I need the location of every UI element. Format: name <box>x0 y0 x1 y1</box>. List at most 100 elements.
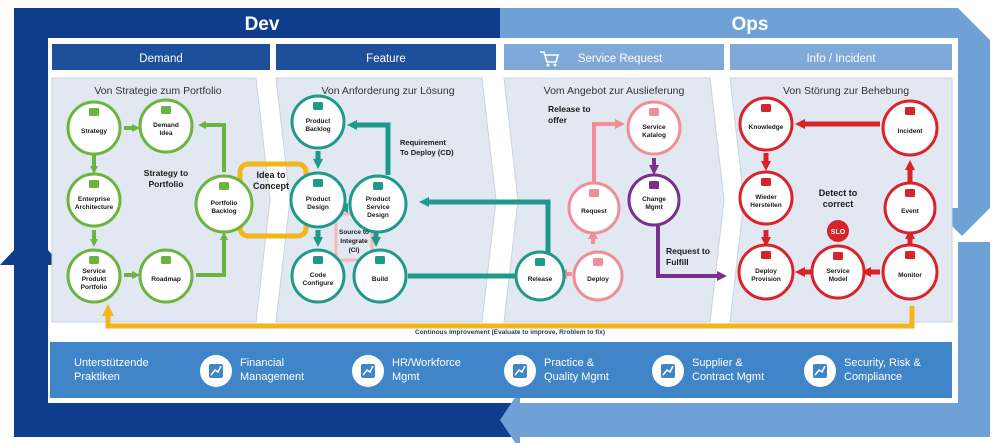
feature-flow-arrows <box>313 120 551 279</box>
node-label: Wieder <box>755 194 777 201</box>
node-strategy: Strategy <box>66 100 122 156</box>
demand-flow-arrows <box>90 121 228 279</box>
node-circle <box>627 173 681 227</box>
practice-label: Financial <box>240 357 284 369</box>
shield-icon <box>813 364 827 378</box>
node-monitor: Monitor <box>881 243 939 301</box>
node-circle <box>881 243 939 301</box>
ops-band-bottom <box>520 242 990 437</box>
requirement-to-deploy-line1: Requirement <box>400 138 446 147</box>
node-label: Backlog <box>305 126 330 133</box>
slo-label: SLO <box>831 229 846 236</box>
slo-badge: SLO <box>827 220 849 242</box>
node-icon <box>89 256 99 264</box>
node-label: Service <box>826 268 850 275</box>
node-circle <box>738 170 794 226</box>
dev-title: Dev <box>245 14 280 35</box>
node-icon <box>161 106 171 114</box>
node-circle <box>348 174 408 234</box>
node-label: Design <box>367 212 389 219</box>
node-circle <box>290 248 346 304</box>
idea-to-concept-line1: Idea to <box>256 170 286 180</box>
node-label: Model <box>829 276 848 283</box>
source-to-integrate-line1: Source to <box>339 229 369 236</box>
practice-label: Supplier & <box>692 357 743 369</box>
node-circle <box>572 250 624 302</box>
node-label: Provision <box>751 276 781 283</box>
chart-up-icon <box>209 364 223 378</box>
node-label: Mgmt <box>645 204 663 211</box>
node-icon <box>905 189 915 197</box>
refresh-icon <box>513 364 527 378</box>
node-label: Change <box>642 196 666 203</box>
practice-label: Compliance <box>844 371 902 383</box>
node-circle <box>66 172 122 228</box>
practice-label: HR/Workforce <box>392 357 461 369</box>
supporting-practices-line2: Praktiken <box>74 371 120 383</box>
node-icon <box>649 181 659 189</box>
practice-4: Security, Risk & Compliance <box>804 355 921 387</box>
header-feature <box>276 44 496 70</box>
node-label: Strategy <box>81 128 107 135</box>
node-icon <box>313 102 323 110</box>
node-icon <box>375 256 385 264</box>
subtitle-feature: Von Anforderung zur Lösung <box>321 85 454 97</box>
node-label: Enterprise <box>78 196 111 203</box>
ops-title: Ops <box>732 14 769 35</box>
node-label: Portfolio <box>211 200 238 207</box>
request-to-fulfill-line2: Fulfill <box>666 257 689 267</box>
node-label: Request <box>581 208 607 215</box>
node-icon <box>373 182 383 190</box>
node-label: Demand <box>153 122 179 129</box>
contract-icon <box>661 364 675 378</box>
node-label: Architecture <box>75 204 114 211</box>
header-demand <box>52 44 270 70</box>
node-icon <box>593 258 603 266</box>
node-label: Knowledge <box>749 124 784 131</box>
incident-flow-arrows <box>761 119 915 277</box>
node-circle <box>567 181 621 235</box>
header-service-request-label: Service Request <box>578 53 663 65</box>
source-to-integrate-line2: Integrate <box>340 238 368 245</box>
idea-to-concept-line2: Concept <box>253 181 289 191</box>
requirement-to-deploy-line2: To Deploy (CD) <box>400 148 454 157</box>
node-circle <box>883 181 937 235</box>
node-circle <box>290 94 346 150</box>
node-icon <box>219 182 229 190</box>
node-circle <box>810 244 866 300</box>
node-icon <box>313 256 323 264</box>
node-circle <box>626 100 682 156</box>
node-knowledge: Knowledge <box>738 96 794 152</box>
node-circle <box>138 248 194 304</box>
supporting-practices-items: FinancialManagementHR/WorkforceMgmtPract… <box>200 355 921 387</box>
header-feature-label: Feature <box>366 53 406 65</box>
node-incident: Incident <box>881 99 939 157</box>
detect-to-correct-line1: Detect to <box>819 188 858 198</box>
node-icon <box>589 189 599 197</box>
node-circle <box>66 248 122 304</box>
node-icon <box>535 258 545 266</box>
subtitle-demand: Von Strategie zum Portfolio <box>94 85 221 97</box>
node-label: Event <box>901 208 920 215</box>
node-circle <box>738 96 794 152</box>
node-icon <box>905 107 915 115</box>
header-demand-label: Demand <box>139 53 182 65</box>
node-label: Katalog <box>642 132 666 139</box>
node-label: Design <box>307 204 329 211</box>
continuous-improvement-arrow <box>102 304 915 329</box>
practice-label: Security, Risk & <box>844 357 921 369</box>
slo-circle <box>827 220 849 242</box>
source-to-integrate-line3: (CI) <box>349 247 360 254</box>
node-label: Idea <box>159 130 172 137</box>
